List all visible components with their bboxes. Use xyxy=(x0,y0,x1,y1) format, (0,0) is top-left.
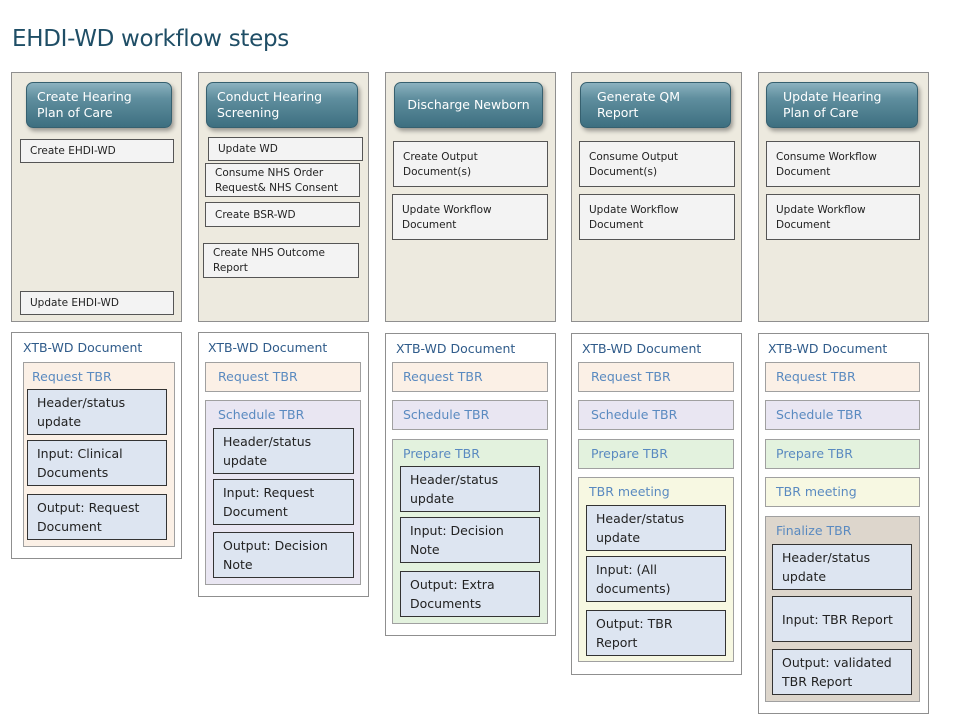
prepare-tbr-label: Prepare TBR xyxy=(591,446,668,461)
schedule-tbr-label: Schedule TBR xyxy=(218,407,305,422)
tbr-meeting-label: TBR meeting xyxy=(589,484,670,499)
output-decision-note: Output: Decision Note xyxy=(213,532,354,578)
step-create-nhs-outcome-report: Create NHS Outcome Report xyxy=(203,243,359,278)
prepare-tbr-section: Prepare TBR xyxy=(765,439,920,469)
input-decision-note: Input: Decision Note xyxy=(400,517,540,563)
request-tbr-label: Request TBR xyxy=(218,369,298,384)
step-consume-nhs-order: Consume NHS Order Request& NHS Consent xyxy=(205,163,360,197)
header-status-update: Header/status update xyxy=(400,466,540,512)
step-update-workflow-document: Update Workflow Document xyxy=(579,194,735,240)
xtb-wd-document-title: XTB-WD Document xyxy=(396,341,516,356)
xtb-wd-document-title: XTB-WD Document xyxy=(23,340,143,355)
request-tbr-section: Request TBR xyxy=(765,362,920,392)
request-tbr-label: Request TBR xyxy=(32,369,112,384)
request-tbr-label: Request TBR xyxy=(403,369,483,384)
action-button-discharge-newborn[interactable]: Discharge Newborn xyxy=(394,82,543,128)
step-update-workflow-document: Update Workflow Document xyxy=(392,194,548,240)
prepare-tbr-label: Prepare TBR xyxy=(776,446,853,461)
page-title: EHDI-WD workflow steps xyxy=(12,26,289,52)
input-tbr-report: Input: TBR Report xyxy=(772,596,912,642)
header-status-update: Header/status update xyxy=(772,544,912,590)
header-status-update: Header/status update xyxy=(213,428,354,474)
schedule-tbr-label: Schedule TBR xyxy=(403,407,490,422)
action-button-conduct-hearing-screening[interactable]: Conduct Hearing Screening xyxy=(206,82,358,128)
xtb-wd-document-title: XTB-WD Document xyxy=(582,341,702,356)
request-tbr-label: Request TBR xyxy=(591,369,671,384)
step-update-ehdi-wd: Update EHDI-WD xyxy=(20,291,174,315)
schedule-tbr-label: Schedule TBR xyxy=(591,407,678,422)
schedule-tbr-section: Schedule TBR xyxy=(765,400,920,430)
xtb-wd-document-title: XTB-WD Document xyxy=(208,340,328,355)
prepare-tbr-section: Prepare TBR xyxy=(578,439,734,469)
action-button-generate-qm-report[interactable]: Generate QM Report xyxy=(580,82,731,128)
action-button-create-hearing-plan[interactable]: Create Hearing Plan of Care xyxy=(26,82,172,128)
input-clinical-documents: Input: Clinical Documents xyxy=(27,440,167,486)
finalize-tbr-label: Finalize TBR xyxy=(776,523,852,538)
input-request-document: Input: Request Document xyxy=(213,479,354,525)
schedule-tbr-section: Schedule TBR xyxy=(392,400,548,430)
step-update-workflow-document: Update Workflow Document xyxy=(766,194,920,240)
prepare-tbr-label: Prepare TBR xyxy=(403,446,480,461)
step-create-bsr-wd: Create BSR-WD xyxy=(205,202,360,227)
input-all-documents: Input: (All documents) xyxy=(586,556,726,602)
step-consume-output-documents: Consume Output Document(s) xyxy=(579,141,735,187)
request-tbr-section: Request TBR xyxy=(392,362,548,392)
tbr-meeting-label: TBR meeting xyxy=(776,484,857,499)
request-tbr-section: Request TBR xyxy=(205,362,361,392)
header-status-update: Header/status update xyxy=(586,505,726,551)
output-validated-tbr-report: Output: validated TBR Report xyxy=(772,649,912,695)
tbr-meeting-section: TBR meeting xyxy=(765,477,920,507)
step-update-wd: Update WD xyxy=(208,137,363,161)
request-tbr-label: Request TBR xyxy=(776,369,856,384)
step-consume-workflow-document: Consume Workflow Document xyxy=(766,141,920,187)
output-tbr-report: Output: TBR Report xyxy=(586,610,726,656)
step-create-output-documents: Create Output Document(s) xyxy=(393,141,548,187)
schedule-tbr-label: Schedule TBR xyxy=(776,407,863,422)
xtb-wd-document-title: XTB-WD Document xyxy=(768,341,888,356)
output-request-document: Output: Request Document xyxy=(27,494,167,540)
output-extra-documents: Output: Extra Documents xyxy=(400,571,540,617)
schedule-tbr-section: Schedule TBR xyxy=(578,400,734,430)
request-tbr-section: Request TBR xyxy=(578,362,734,392)
action-button-update-hearing-plan[interactable]: Update Hearing Plan of Care xyxy=(766,82,918,128)
header-status-update: Header/status update xyxy=(27,389,167,435)
step-create-ehdi-wd: Create EHDI-WD xyxy=(20,139,174,163)
